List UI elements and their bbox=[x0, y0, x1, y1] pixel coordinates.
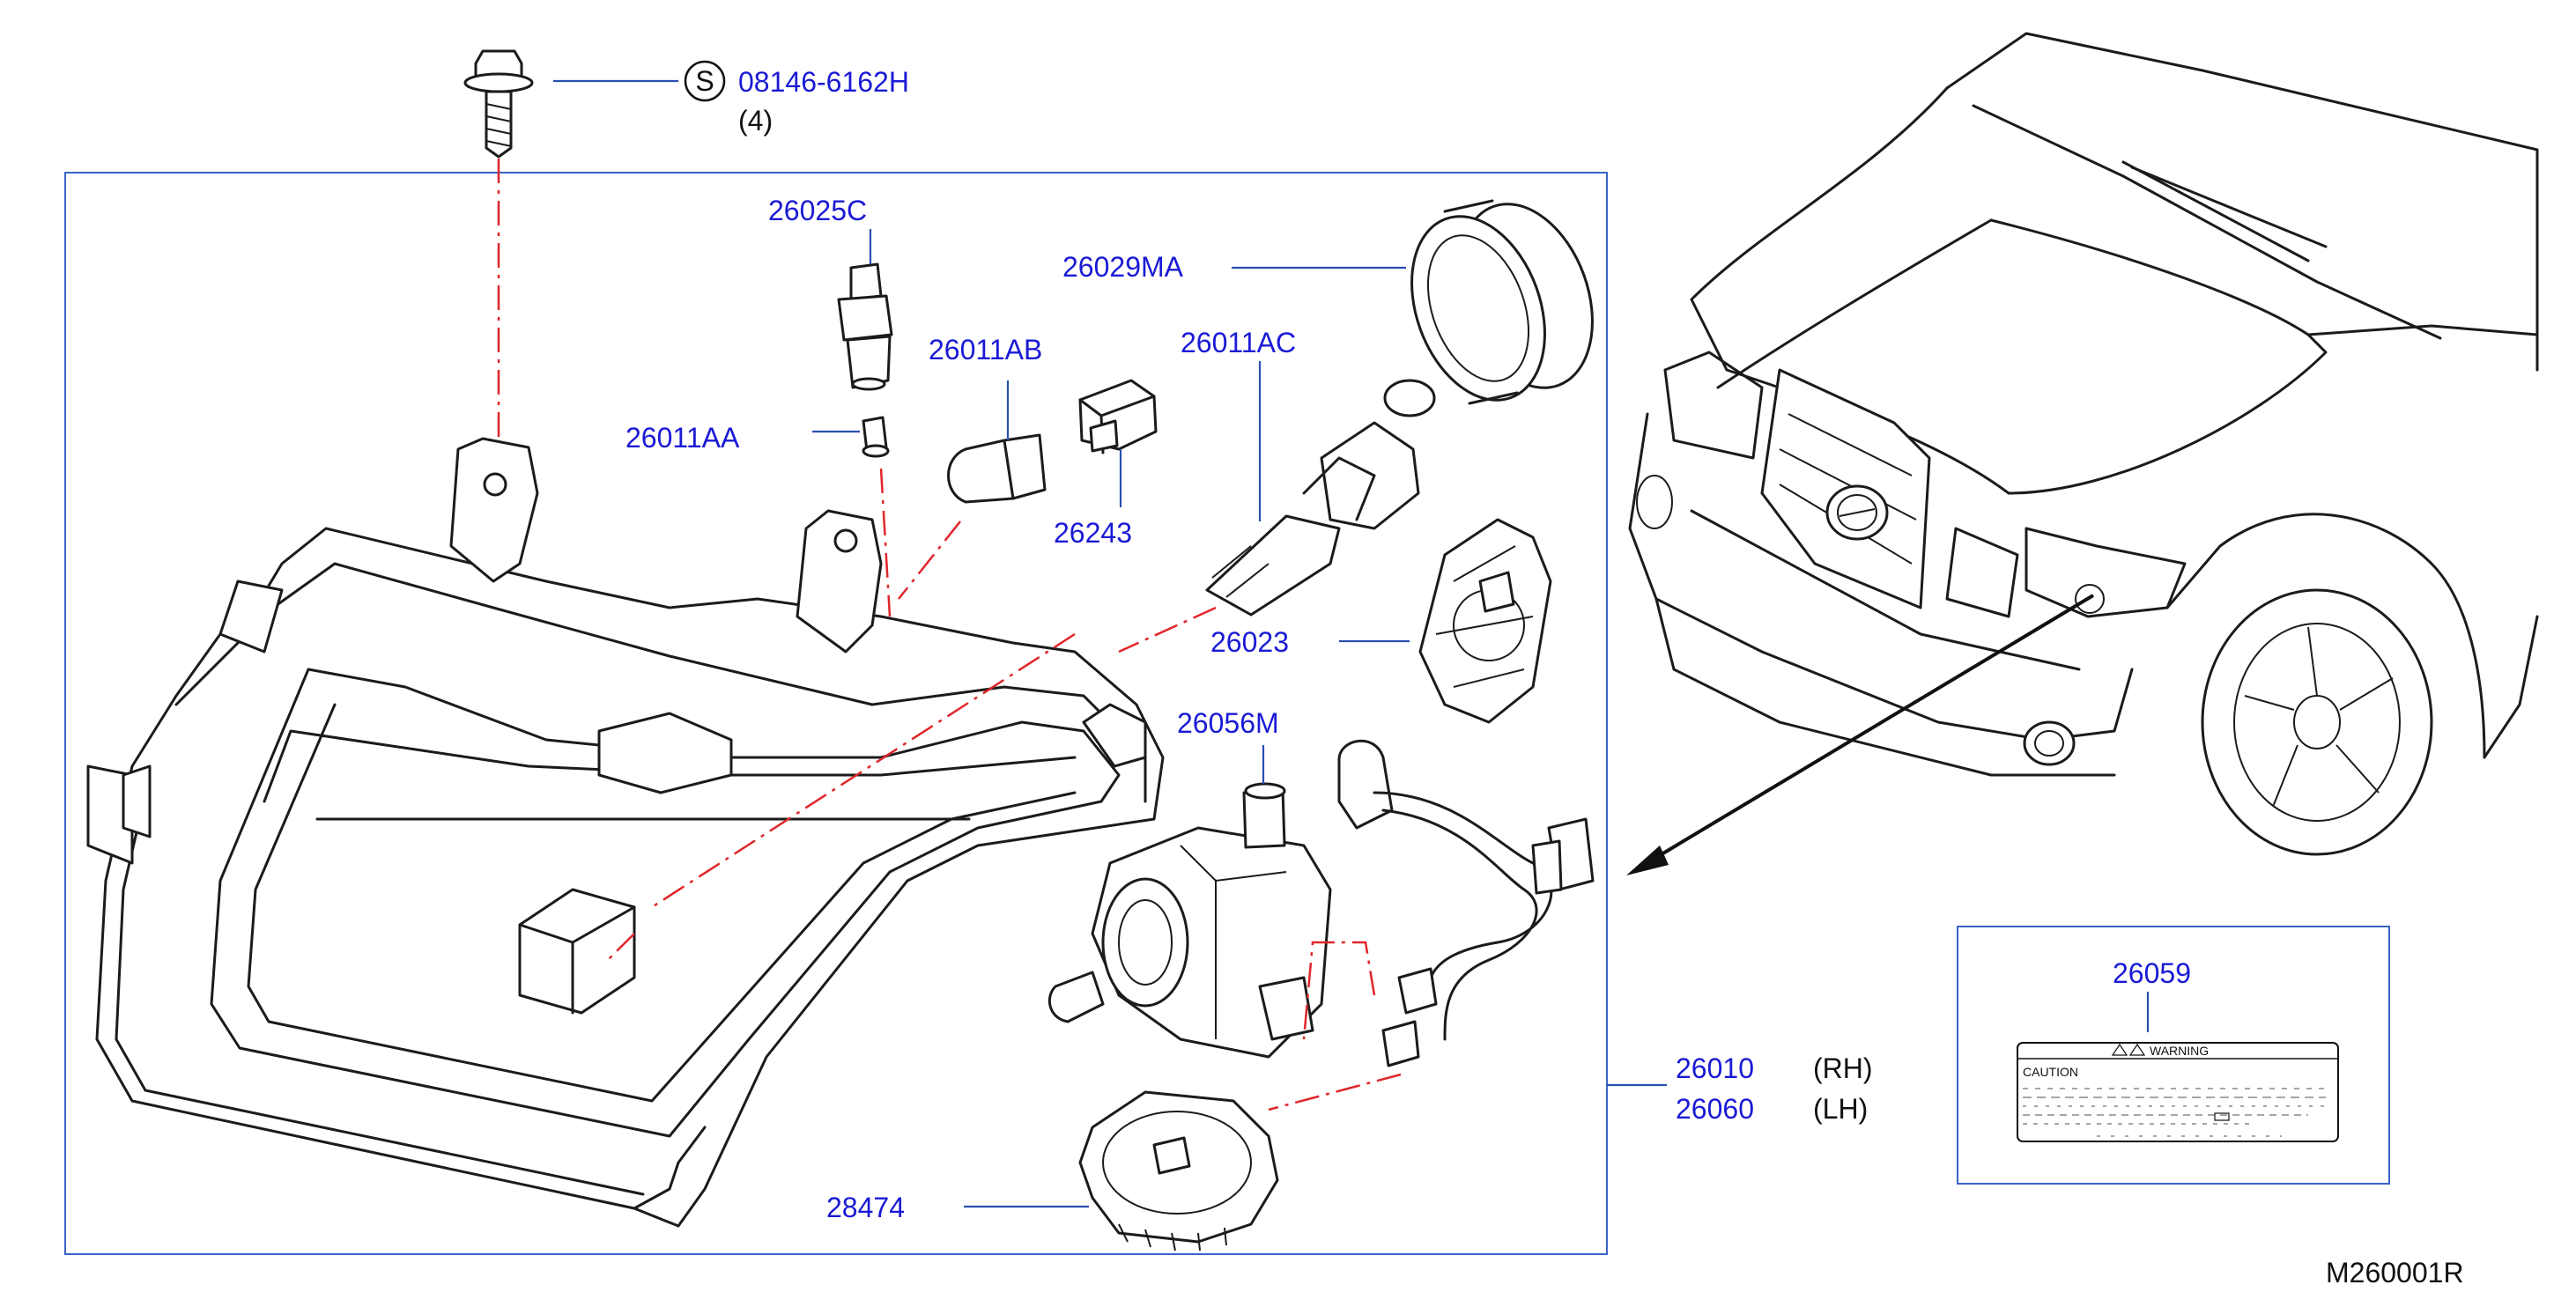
warning-label-drawing: WARNING CAUTION bbox=[2017, 1042, 2339, 1142]
socket-26025c-drawing bbox=[837, 262, 893, 391]
label-card-frame bbox=[1957, 926, 2390, 1185]
screw-drawing bbox=[463, 49, 534, 159]
label-26059: 26059 bbox=[2113, 957, 2191, 989]
cap-26029ma-drawing bbox=[1410, 199, 1594, 405]
assembly-frame bbox=[64, 172, 1608, 1255]
assembly-callout: 26010 (RH) 26060 (LH) bbox=[1676, 1052, 1873, 1125]
assembly-lh-side: (LH) bbox=[1813, 1093, 1868, 1125]
diagram-id: M260001R bbox=[2326, 1257, 2464, 1289]
vehicle-illustration bbox=[1628, 32, 2539, 856]
screw-callout: S 08146-6162H (4) bbox=[684, 60, 909, 137]
caution-text: CAUTION bbox=[2023, 1065, 2078, 1079]
label-26011ab: 26011AB bbox=[929, 334, 1042, 366]
socket-26023-drawing bbox=[1418, 518, 1552, 724]
screw-part-no: 08146-6162H bbox=[738, 66, 909, 98]
label-26011ac: 26011AC bbox=[1181, 327, 1296, 358]
s-symbol: S bbox=[695, 65, 714, 97]
label-26011aa: 26011AA bbox=[625, 422, 740, 454]
label-26029ma: 26029MA bbox=[1062, 251, 1184, 283]
assembly-lh-part-no: 26060 bbox=[1676, 1093, 1754, 1125]
label-26023: 26023 bbox=[1210, 626, 1289, 658]
assembly-rh-part-no: 26010 bbox=[1676, 1052, 1754, 1084]
cover-28474-drawing bbox=[1078, 1090, 1279, 1252]
actuator-26056m-drawing bbox=[1047, 782, 1332, 1059]
label-26025c: 26025C bbox=[768, 195, 867, 226]
bulb-26011ab-drawing bbox=[947, 433, 1047, 504]
bulb-26011aa-drawing bbox=[862, 416, 890, 458]
warning-text: WARNING bbox=[2150, 1044, 2209, 1058]
screw-qty: (4) bbox=[738, 105, 773, 137]
label-26056m: 26056M bbox=[1177, 707, 1279, 739]
assembly-rh-side: (RH) bbox=[1813, 1052, 1873, 1084]
label-26243: 26243 bbox=[1054, 517, 1132, 549]
bulb-26011ac-drawing bbox=[1205, 379, 1436, 617]
headlamp-housing bbox=[86, 437, 1165, 1228]
label-28474: 28474 bbox=[826, 1192, 905, 1223]
socket-26243-drawing bbox=[1078, 379, 1158, 454]
harness-drawing bbox=[1337, 739, 1595, 1067]
